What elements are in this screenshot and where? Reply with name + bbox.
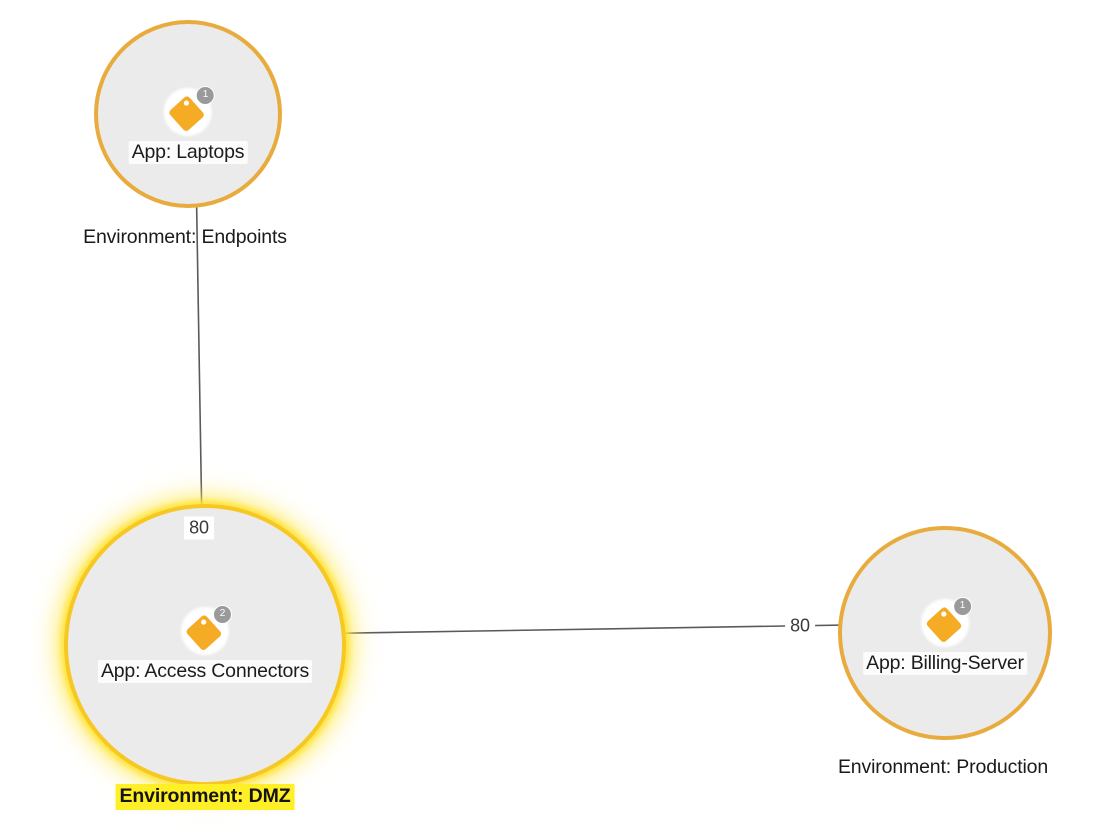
app-label: App: Laptops (128, 141, 248, 164)
edge-port-label-access-connectors-to-billing-server: 80 (785, 614, 815, 638)
app-node-billing-server[interactable]: 1 App: Billing-Server (863, 595, 1027, 675)
environment-label-endpoints: Environment: Endpoints (83, 226, 287, 248)
app-node-access-connectors[interactable]: 2 App: Access Connectors (97, 603, 313, 683)
app-label: App: Access Connectors (97, 660, 313, 683)
app-icon-wrapper-access-connectors: 2 (177, 603, 233, 659)
edge-port-label-laptops-to-access-connectors: 80 (184, 516, 214, 540)
app-badge-count: 1 (953, 597, 972, 616)
tag-icon (169, 96, 205, 132)
app-badge-count: 2 (212, 605, 232, 624)
environment-label-dmz: Environment: DMZ (115, 784, 295, 810)
tag-icon (926, 607, 962, 643)
tag-icon (186, 615, 222, 651)
app-label: App: Billing-Server (863, 652, 1027, 675)
app-icon-wrapper-billing-server: 1 (917, 595, 973, 651)
app-badge-count: 1 (196, 86, 215, 105)
app-icon-wrapper-laptops: 1 (160, 84, 216, 140)
app-node-laptops[interactable]: 1 App: Laptops (128, 84, 248, 164)
environment-label-production: Environment: Production (837, 756, 1049, 778)
